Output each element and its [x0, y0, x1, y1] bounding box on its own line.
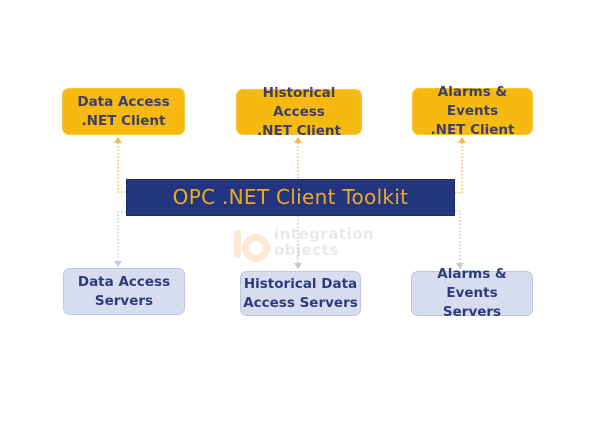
alarms-events-net-client-box: Alarms & Events .NET Client [412, 84, 533, 138]
watermark-text: integration objects [274, 226, 374, 258]
integration-objects-logo-icon [234, 230, 270, 262]
historical-access-net-client-box: Historical Access .NET Client [236, 85, 362, 139]
alarms-events-servers-box: Alarms & Events Servers [411, 266, 533, 320]
watermark-line-2: objects [274, 241, 339, 259]
data-access-net-client-box: Data Access .NET Client [62, 88, 185, 135]
historical-data-access-servers-box: Historical Data Access Servers [240, 271, 361, 316]
arrowhead-down-icon [294, 263, 302, 269]
watermark-line-1: integration [274, 225, 375, 243]
opc-net-client-toolkit-box: OPC .NET Client Toolkit [126, 179, 455, 216]
data-access-servers-box: Data Access Servers [63, 268, 185, 315]
arrowhead-up-icon [114, 137, 122, 143]
connector-toolkit-to-data-access-client [117, 142, 126, 193]
connector-toolkit-to-alarms-servers [455, 210, 461, 264]
arrowhead-down-icon [114, 261, 122, 267]
connector-toolkit-to-data-access-servers [117, 211, 126, 262]
connector-toolkit-to-alarms-client [455, 142, 463, 194]
integration-objects-watermark: integration objects [232, 226, 382, 266]
